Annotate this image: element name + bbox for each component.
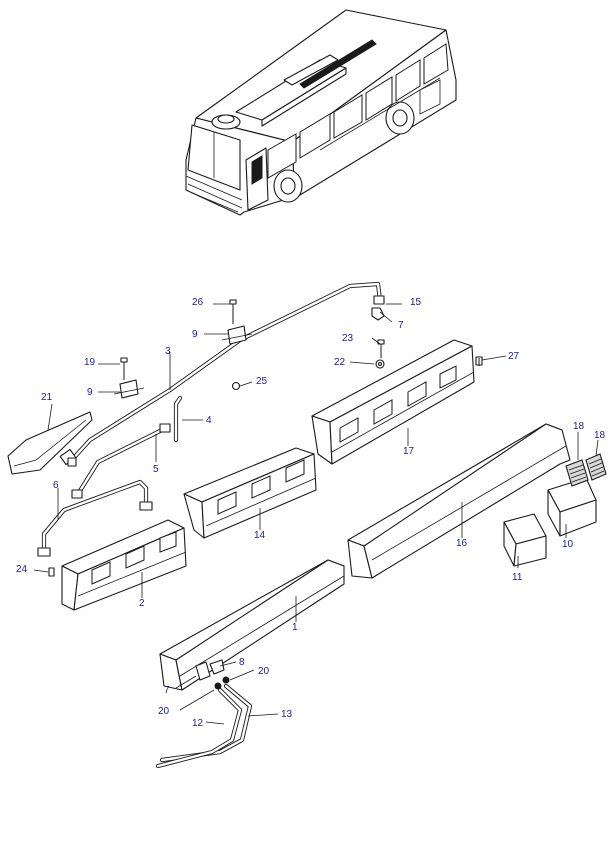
clamp-9-lower xyxy=(113,379,145,399)
grille-18-left xyxy=(565,459,589,487)
callout-3: 3 xyxy=(165,346,171,357)
trim-panel-21 xyxy=(7,411,93,475)
duct-panel-17 xyxy=(311,339,475,465)
callout-8: 8 xyxy=(239,657,245,668)
callout-4: 4 xyxy=(206,415,212,426)
clip-20-upper xyxy=(222,676,230,684)
elbow-7-lower xyxy=(195,661,211,681)
callout-labels: 26 9 3 19 9 25 4 5 6 21 24 2 14 17 15 7 … xyxy=(16,297,606,729)
bus-illustration xyxy=(185,9,457,216)
screw-27 xyxy=(475,356,483,366)
clip-20-lower xyxy=(214,682,222,690)
nut-22 xyxy=(375,359,385,369)
clamp-9-upper xyxy=(221,325,253,345)
callout-25: 25 xyxy=(256,376,268,387)
screw-24 xyxy=(48,567,55,577)
end-block-11 xyxy=(503,513,547,567)
pipe-6 xyxy=(37,479,153,557)
callout-23: 23 xyxy=(342,333,354,344)
nut-25 xyxy=(231,381,241,391)
long-duct-16 xyxy=(347,423,571,579)
drain-pipe-12-13 xyxy=(155,683,253,769)
pipe-5 xyxy=(71,423,171,499)
callout-11: 11 xyxy=(512,572,523,583)
leader-lines xyxy=(33,303,599,725)
callout-7-upper: 7 xyxy=(398,320,404,331)
bolt-19 xyxy=(120,357,128,380)
duct-panel-2 xyxy=(61,519,187,611)
callout-19: 19 xyxy=(84,357,96,368)
callout-7-lower: 7 xyxy=(164,685,170,696)
callout-9-lower: 9 xyxy=(87,387,93,398)
callout-14: 14 xyxy=(254,530,266,541)
callout-20-lower: 20 xyxy=(158,706,170,717)
callout-27: 27 xyxy=(508,351,520,362)
bolt-26 xyxy=(229,299,237,324)
callout-2: 2 xyxy=(139,598,145,609)
end-block-10 xyxy=(547,477,597,537)
callout-9-upper: 9 xyxy=(192,329,198,340)
callout-10: 10 xyxy=(562,539,574,550)
callout-21: 21 xyxy=(41,392,53,403)
callout-16: 16 xyxy=(456,538,468,549)
grille-18-right xyxy=(585,453,607,481)
elbow-fitting-top xyxy=(371,295,385,321)
long-duct-1 xyxy=(159,559,345,691)
duct-panel-14 xyxy=(183,447,317,539)
callout-26: 26 xyxy=(192,297,204,308)
callout-12: 12 xyxy=(192,718,204,729)
callout-18-right: 18 xyxy=(594,430,606,441)
callout-15: 15 xyxy=(410,297,422,308)
callout-1: 1 xyxy=(292,622,298,633)
callout-13: 13 xyxy=(281,709,293,720)
callout-17: 17 xyxy=(403,446,415,457)
callout-24: 24 xyxy=(16,564,28,575)
callout-18-left: 18 xyxy=(573,421,585,432)
callout-20-upper: 20 xyxy=(258,666,270,677)
elbow-8 xyxy=(209,659,225,675)
callout-6: 6 xyxy=(53,480,59,491)
callout-22: 22 xyxy=(334,357,346,368)
callout-5: 5 xyxy=(153,464,159,475)
